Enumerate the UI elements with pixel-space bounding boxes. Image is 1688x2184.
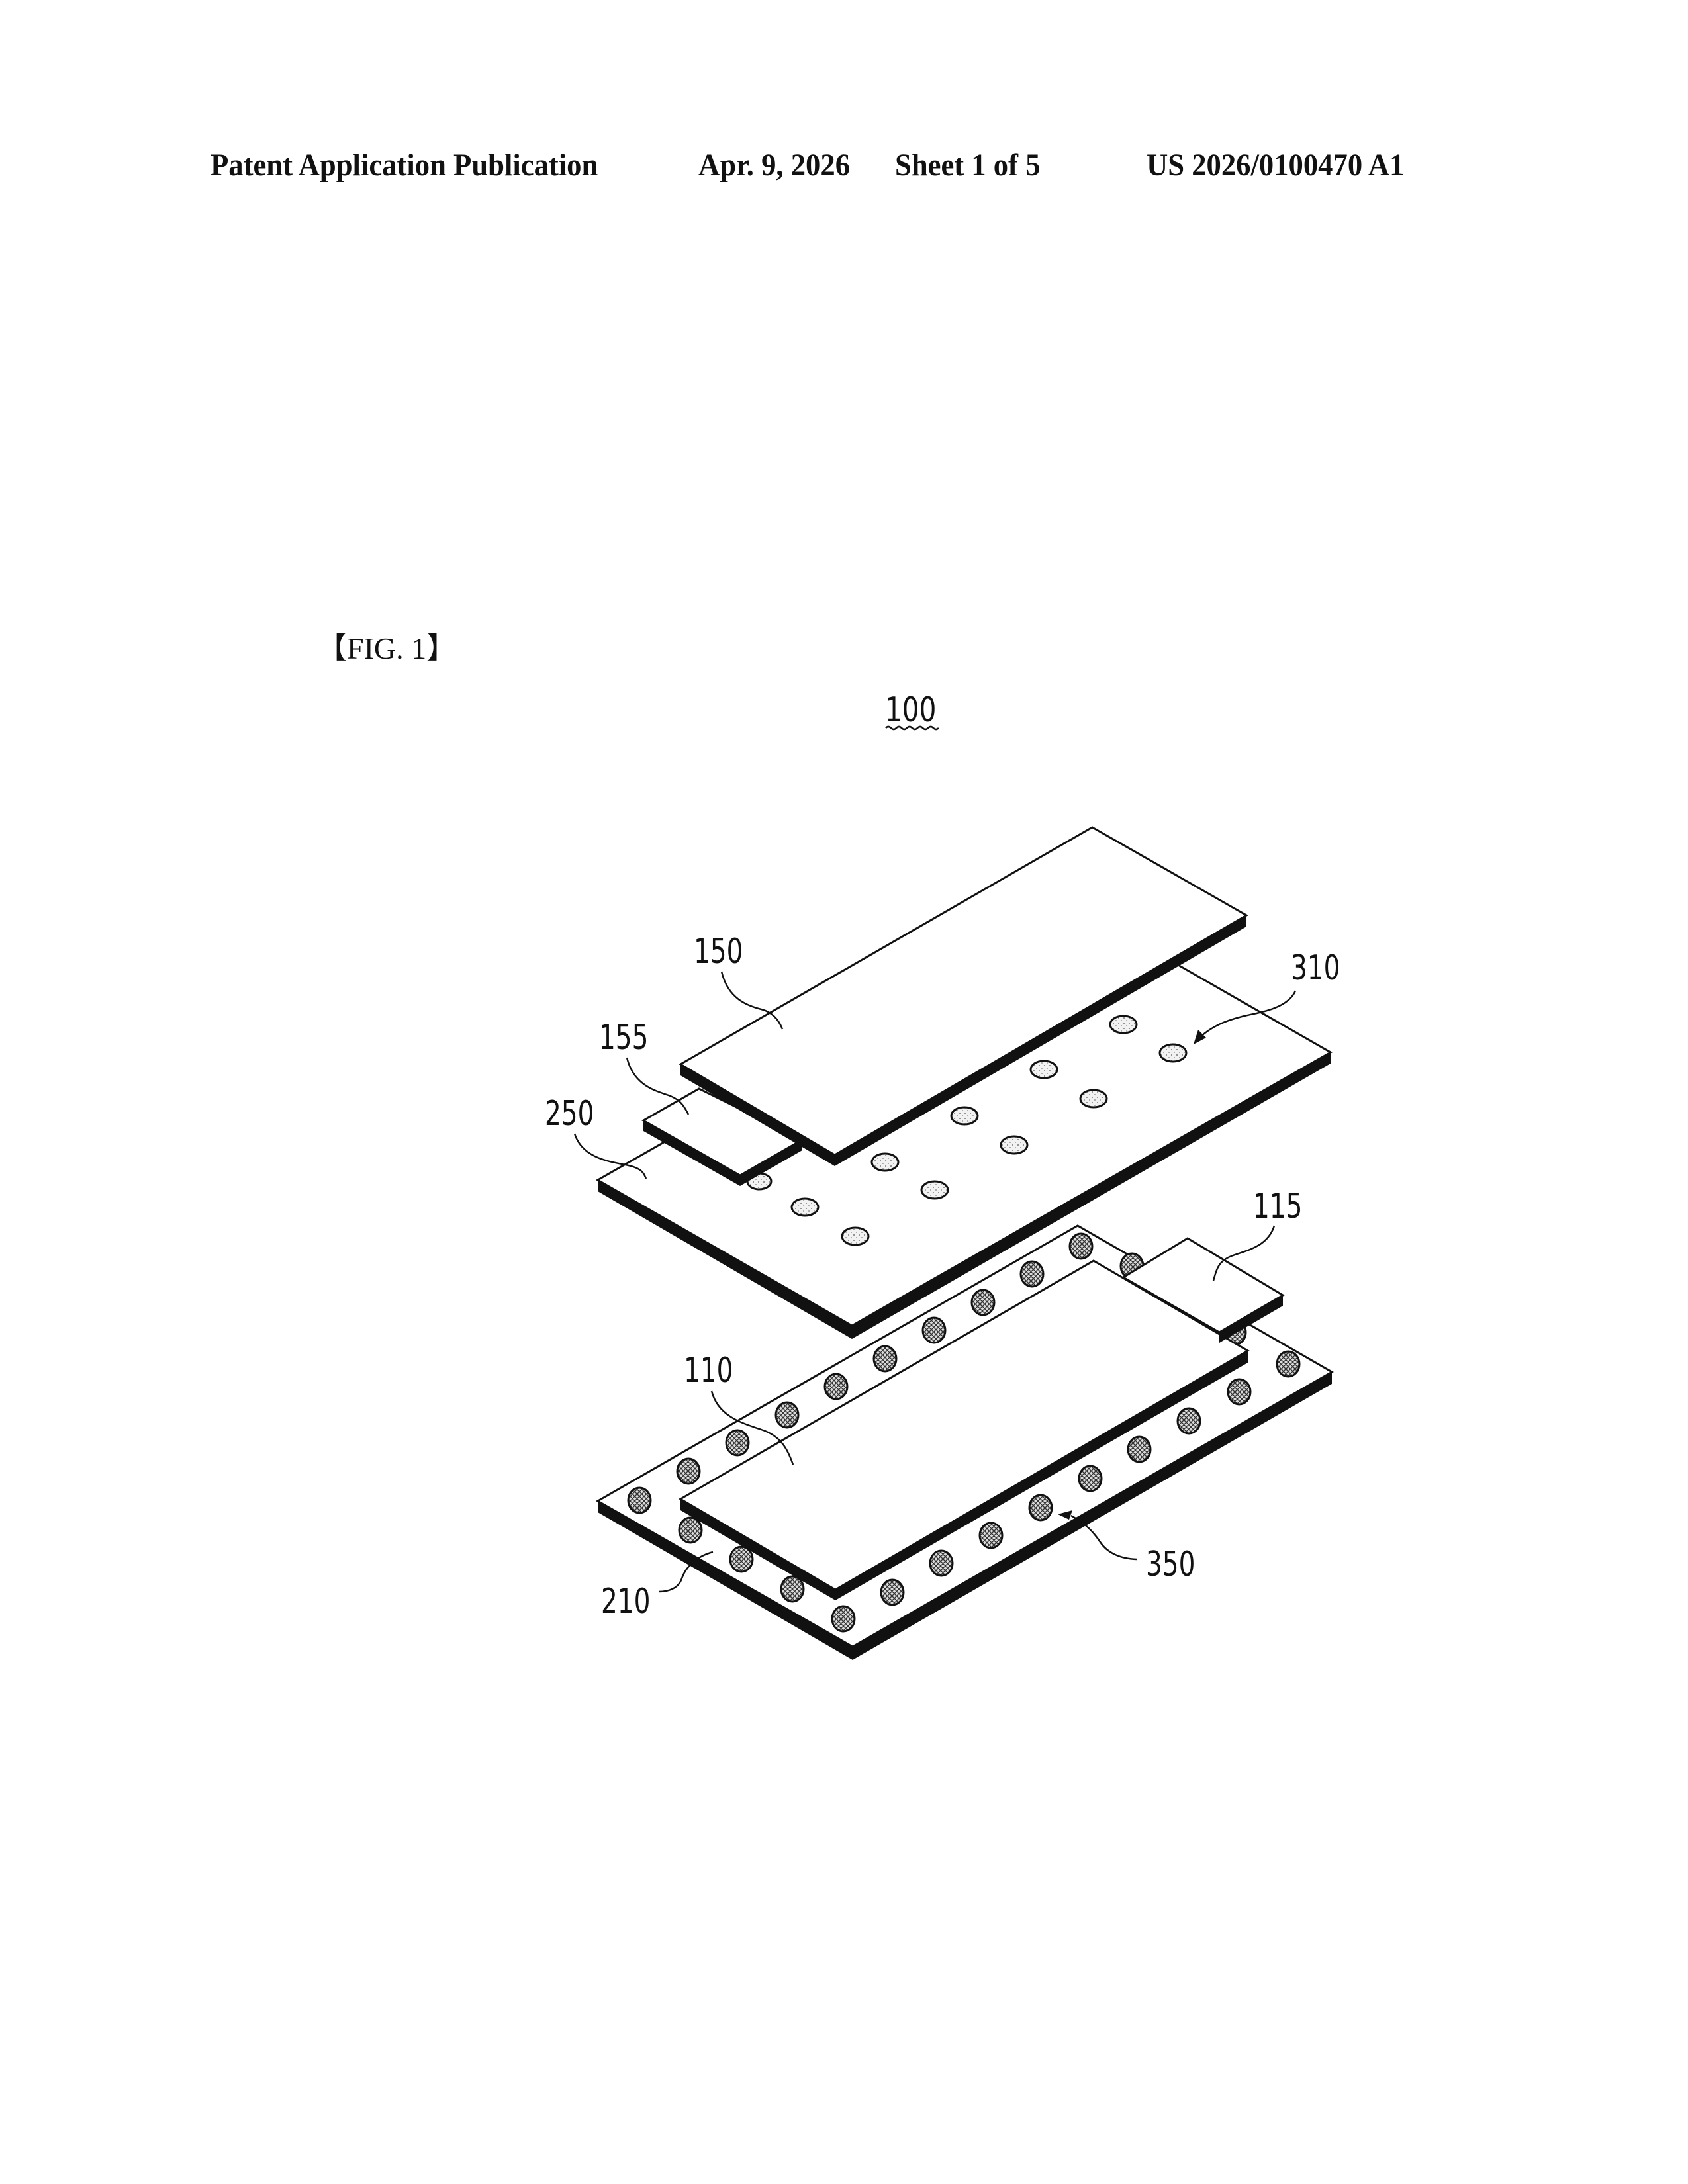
ref-210: 210 — [601, 1580, 650, 1621]
ref-110: 110 — [684, 1349, 733, 1390]
leader-110 — [710, 1390, 794, 1465]
leader-115 — [1212, 1225, 1276, 1281]
leader-210 — [658, 1551, 714, 1593]
publication-date: Apr. 9, 2026 — [698, 148, 851, 183]
assembly-ref-100: 100 — [885, 690, 939, 731]
figure-label: 【FIG. 1】 — [316, 631, 457, 665]
arrowhead-350 — [1058, 1510, 1072, 1520]
tab-115 — [1121, 1237, 1285, 1343]
publication-type: Patent Application Publication — [211, 148, 598, 183]
ref-115: 115 — [1253, 1185, 1302, 1226]
plate-150 — [679, 826, 1249, 1166]
plate-110 — [679, 1259, 1250, 1600]
leader-310 — [1195, 990, 1297, 1042]
sheet-number: Sheet 1 of 5 — [895, 148, 1041, 183]
leader-lines — [573, 971, 1297, 1593]
dots-350 — [627, 1232, 1301, 1633]
ref-155: 155 — [599, 1017, 648, 1057]
svg-text:100: 100 — [885, 690, 936, 729]
ref-350: 350 — [1146, 1543, 1195, 1584]
underline-squiggle — [885, 725, 939, 731]
ref-150: 150 — [694, 931, 743, 971]
ref-310: 310 — [1291, 947, 1340, 987]
arrowhead-310 — [1194, 1030, 1206, 1044]
leader-155 — [626, 1057, 690, 1115]
ref-250: 250 — [545, 1093, 594, 1133]
leader-250 — [573, 1133, 647, 1179]
reference-numerals: 150 155 250 310 115 110 350 210 — [545, 931, 1340, 1621]
leader-350 — [1070, 1514, 1137, 1561]
page-header: Patent Application Publication Apr. 9, 2… — [0, 147, 1688, 187]
leader-150 — [720, 971, 784, 1030]
publication-number: US 2026/0100470 A1 — [1147, 148, 1405, 183]
